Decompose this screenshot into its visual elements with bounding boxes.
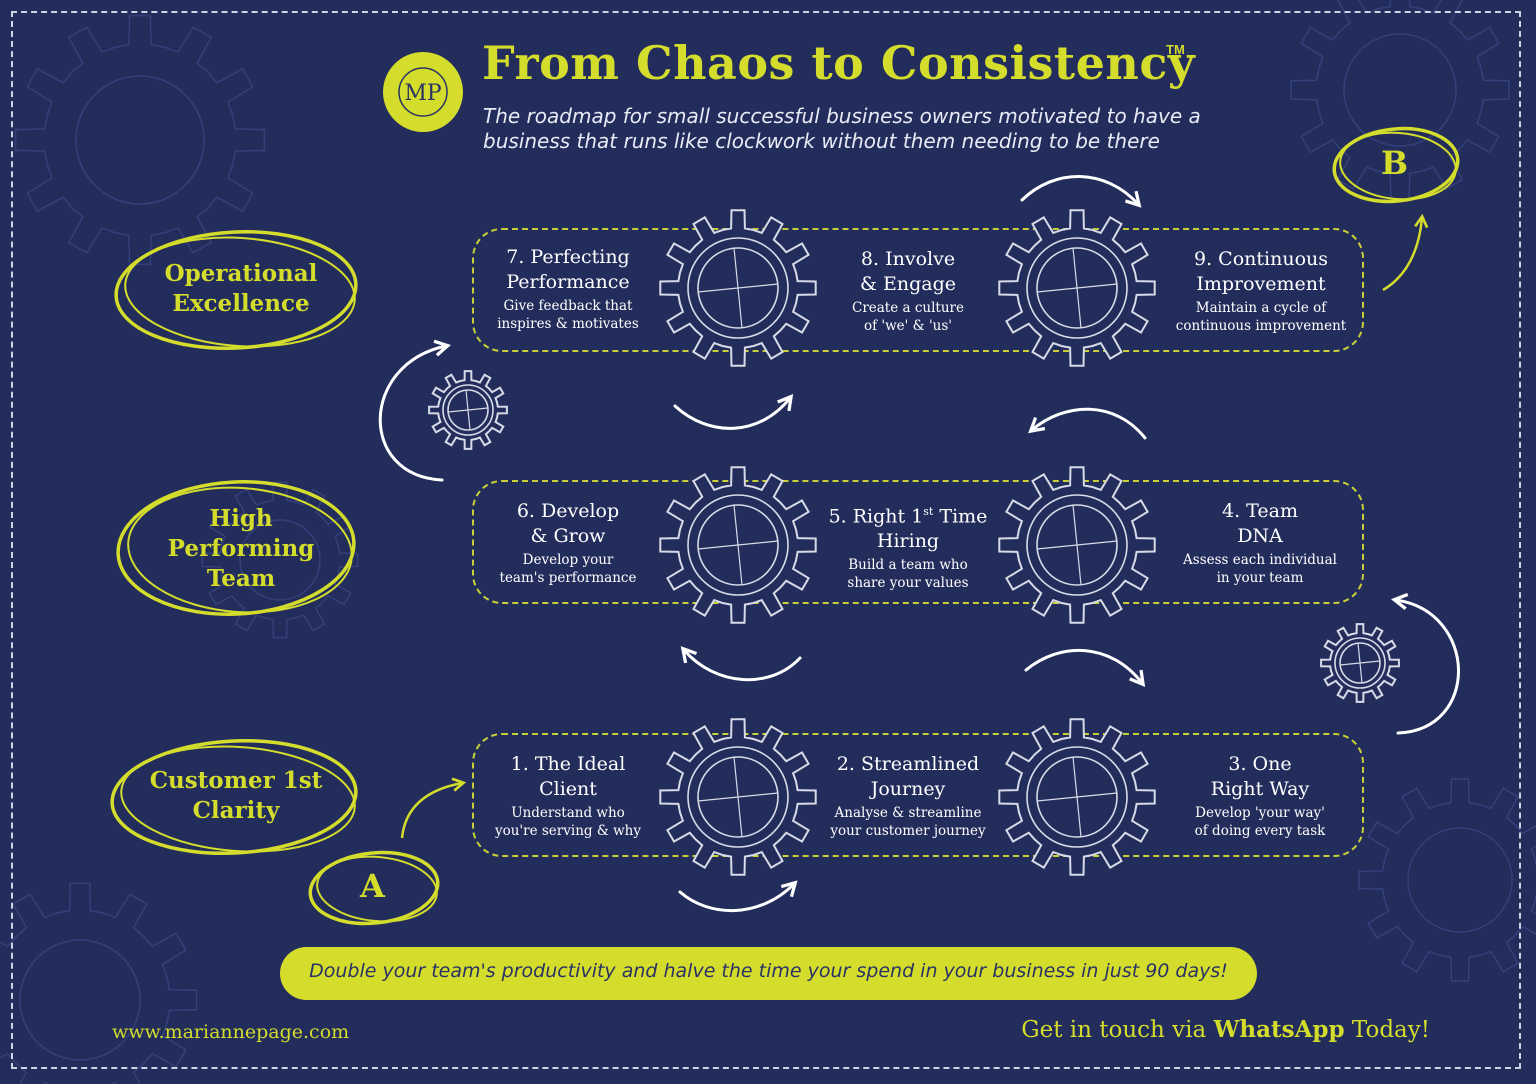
gear-icon — [998, 718, 1156, 876]
step-description: Develop your team's performance — [499, 552, 637, 586]
step-9: 9. Continuous Improvement Maintain a cyc… — [1166, 247, 1356, 335]
page-title: From Chaos to Consistency — [482, 36, 1196, 90]
point-b-label: B — [1381, 144, 1409, 182]
arrow-a-to-step1 — [400, 777, 467, 839]
step-title: 6. Develop & Grow — [516, 500, 620, 547]
step-title: 4. Team DNA — [1222, 500, 1298, 547]
stage-label-team: High Performing Team — [167, 505, 315, 592]
step-description: Develop 'your way' of doing every task — [1194, 805, 1326, 839]
step-title: 7. Perfecting Performance — [506, 246, 630, 293]
stage-ellipse-operational — [114, 229, 358, 351]
stage-ellipse-team — [116, 480, 356, 616]
subtitle-line-2: business that runs like clockwork withou… — [483, 129, 1160, 153]
arrow-2-to-3 — [1024, 648, 1146, 687]
website-link[interactable]: www.mariannepage.com — [112, 1021, 350, 1043]
step-title: 1. The Ideal Client — [510, 753, 626, 800]
step-title-part: Time Hiring — [876, 505, 988, 553]
band-operational-excellence — [472, 228, 1364, 352]
arrow-8-to-9 — [1020, 175, 1142, 208]
arrow-step9-to-b — [1382, 213, 1429, 292]
step-5: 5. Right 1st Time Hiring Build a team wh… — [813, 499, 1003, 592]
stage-label-customer: Customer 1st Clarity — [149, 767, 323, 824]
step-title: 8. Involve & Engage — [860, 248, 956, 295]
subtitle-line-1: The roadmap for small successful busines… — [483, 104, 1201, 128]
step-description: Create a culture of 'we' & 'us' — [851, 300, 964, 334]
step-title-part: 5. Right 1 — [828, 505, 924, 528]
gear-icon — [659, 718, 817, 876]
step-description: Assess each individual in your team — [1183, 552, 1337, 586]
band-customer-clarity — [472, 733, 1364, 857]
arrow-5-to-6 — [680, 646, 802, 682]
step-description: Build a team who share your values — [847, 557, 969, 591]
point-ellipse-a — [308, 850, 440, 926]
cta-text: Double your team's productivity and halv… — [309, 960, 1228, 982]
stage-ellipse-customer — [110, 738, 358, 856]
dashed-border — [11, 11, 1521, 1069]
step-title: 5. Right 1st Time Hiring — [813, 499, 1003, 554]
point-ellipse-b — [1332, 126, 1460, 204]
contact-prefix: Get in touch via — [1021, 1017, 1214, 1043]
arrow-3-to-4 — [1390, 592, 1460, 735]
step-title: 2. Streamlined Journey — [836, 753, 980, 800]
gear-icon — [659, 466, 817, 624]
gear-icon — [428, 370, 508, 450]
point-a-label: A — [360, 867, 385, 905]
band-high-performing-team — [472, 480, 1364, 604]
gear-icon — [998, 209, 1156, 367]
cta-banner: Double your team's productivity and halv… — [280, 947, 1257, 1000]
gear-icon — [1320, 623, 1400, 703]
whatsapp-contact[interactable]: Get in touch via WhatsApp Today! — [1021, 1016, 1430, 1043]
step-description: Analyse & streamline your customer journ… — [830, 805, 986, 839]
stage-label-operational: Operational Excellence — [164, 260, 318, 317]
step-description: Understand who you're serving & why — [494, 805, 642, 839]
step-title: 3. One Right Way — [1210, 753, 1310, 800]
arrow-4-to-5 — [1028, 407, 1147, 440]
arrow-6-to-7 — [378, 339, 451, 482]
step-3: 3. One Right Way Develop 'your way' of d… — [1170, 752, 1350, 840]
step-8: 8. Involve & Engage Create a culture of … — [818, 247, 998, 335]
contact-suffix: Today! — [1344, 1017, 1430, 1043]
trademark: TM — [1166, 42, 1185, 57]
step-2: 2. Streamlined Journey Analyse & streaml… — [818, 752, 998, 840]
step-4: 4. Team DNA Assess each individual in yo… — [1170, 499, 1350, 587]
contact-whatsapp: WhatsApp — [1213, 1016, 1345, 1043]
arrow-1-to-2 — [678, 880, 798, 912]
step-7: 7. Perfecting Performance Give feedback … — [478, 245, 658, 333]
page-subtitle: The roadmap for small successful busines… — [483, 104, 1243, 154]
gear-icon — [998, 466, 1156, 624]
arrow-7-to-8 — [673, 394, 794, 430]
step-title: 9. Continuous Improvement — [1194, 248, 1328, 295]
step-1: 1. The Ideal Client Understand who you'r… — [478, 752, 658, 840]
step-description: Maintain a cycle of continuous improveme… — [1175, 300, 1347, 334]
step-title-superscript: st — [923, 505, 934, 518]
logo-icon: MP — [383, 52, 463, 132]
step-6: 6. Develop & Grow Develop your team's pe… — [478, 499, 658, 587]
step-description: Give feedback that inspires & motivates — [497, 298, 639, 332]
svg-text:MP: MP — [404, 81, 442, 106]
gear-icon — [659, 209, 817, 367]
